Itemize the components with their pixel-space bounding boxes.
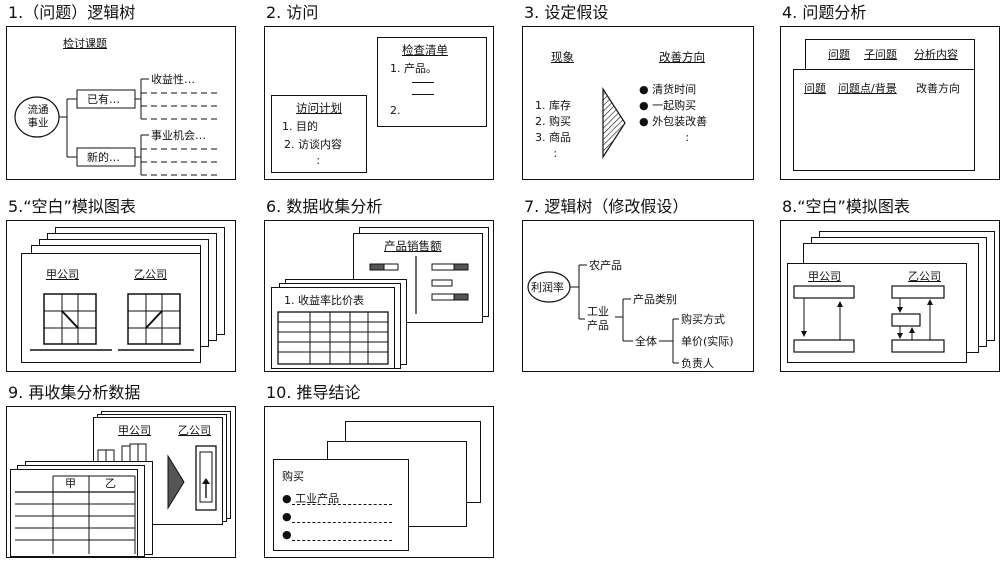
panel-5-title: 5.“空白”模拟图表	[8, 197, 136, 216]
checklist-line-2	[412, 94, 434, 95]
phenomenon-item-2: 2. 购买	[535, 115, 571, 128]
profit-table-grid	[277, 311, 389, 365]
blank-flow-charts	[793, 285, 945, 353]
company-a-label-3: 甲公司	[118, 424, 151, 437]
panel-1-title: 1.（问题）逻辑树	[8, 3, 136, 22]
improvement-item-3: ● 外包装改善	[639, 115, 708, 128]
checklist-box: 检查清单 1. 产品。 2.	[377, 37, 487, 127]
node-product-category: 产品类别	[633, 293, 677, 306]
phenomenon-item-1: 1. 库存	[535, 99, 571, 112]
panel-2-frame: 检查清单 1. 产品。 2. 访问计划 1. 目的 2. 访谈内容 ：	[264, 26, 494, 180]
panel-1-connectors	[14, 78, 217, 176]
profit-table-sheet: 1. 收益率比价表	[271, 287, 395, 369]
conclusion-item-1: ● 工业产品	[282, 492, 340, 505]
panel-8-frame: 甲公司 乙公司	[780, 220, 1000, 372]
node-overall: 全体	[635, 335, 657, 348]
panel-6-title: 6. 数据收集分析	[266, 197, 383, 216]
sales-chart-title: 产品销售额	[384, 239, 442, 253]
phenomenon-heading: 现象	[551, 50, 574, 64]
table-col-b: 乙	[105, 477, 116, 490]
front-col-issue: 问题	[804, 82, 826, 95]
visit-plan-title: 访问计划	[296, 101, 342, 115]
blank-chart-sheet: 甲公司 乙公司	[21, 253, 201, 363]
node-purchase-method: 购买方式	[681, 313, 725, 326]
company-b-label-2: 乙公司	[908, 270, 941, 283]
conclusion-sheet: 购买 ● 工业产品 ● ●	[273, 459, 409, 551]
checklist-item-2: 2.	[390, 104, 401, 117]
panel-10-title: 10. 推导结论	[266, 383, 361, 402]
conclusion-line-3	[292, 540, 392, 541]
blank-grid-charts	[30, 293, 194, 351]
improvement-item-1: ● 清货时间	[639, 83, 697, 96]
phenomenon-item-4: ：	[553, 150, 563, 160]
panel-9-title: 9. 再收集分析数据	[8, 383, 141, 402]
analysis-front-sheet: 问题 问题点/背景 改善方向	[793, 69, 975, 171]
panel-7-title: 7. 逻辑树（修改假设）	[524, 197, 689, 216]
back-col-subissue: 子问题	[864, 48, 897, 61]
panel-10-frame: 购买 ● 工业产品 ● ●	[264, 406, 494, 558]
company-a-label-2: 甲公司	[808, 270, 841, 283]
data-table-grid	[15, 475, 136, 554]
conclusion-item-2: ●	[282, 510, 292, 523]
checklist-line-1	[412, 82, 434, 83]
root-node: 流通 事业	[27, 104, 49, 129]
conclusion-item-3: ●	[282, 528, 292, 541]
root-profit-rate: 利润率	[531, 281, 564, 294]
company-b-label-3: 乙公司	[178, 424, 211, 437]
panel-8-title: 8.“空白”模拟图表	[782, 197, 910, 216]
conclusion-heading: 购买	[282, 470, 304, 483]
table-col-a: 甲	[65, 477, 76, 490]
leaf-business-opportunity: 事业机会…	[151, 129, 206, 142]
panel-5-frame: 甲公司 乙公司	[6, 220, 236, 372]
panel-4-title: 4. 问题分析	[782, 3, 867, 22]
panel-9-frame: 甲公司 乙公司 甲 乙	[6, 406, 236, 558]
visit-plan-item-2: 2. 访谈内容	[284, 138, 342, 151]
phenomenon-item-3: 3. 商品	[535, 131, 571, 144]
node-agricultural: 农产品	[589, 259, 622, 272]
hypothesis-arrow	[602, 86, 626, 160]
back-col-analysis: 分析内容	[914, 48, 958, 61]
panel-4-frame: 问题 子问题 分析内容 问题 问题点/背景 改善方向	[780, 26, 1000, 180]
node-person-in-charge: 负责人	[681, 357, 714, 370]
visit-plan-item-3: ：	[316, 157, 326, 167]
front-col-improvement: 改善方向	[916, 82, 960, 95]
sales-bar-chart	[369, 256, 469, 314]
company-b-label: 乙公司	[134, 268, 167, 281]
panel-2-title: 2. 访问	[266, 3, 319, 22]
improvement-item-4: ：	[685, 134, 695, 144]
branch-existing: 已有…	[87, 93, 120, 106]
conclusion-line-2	[292, 522, 392, 523]
revised-tree-connectors	[527, 264, 679, 364]
profit-table-title: 1. 收益率比价表	[284, 294, 364, 307]
improvement-item-2: ● 一起购买	[639, 99, 697, 112]
front-col-background: 问题点/背景	[838, 82, 897, 95]
panel-7-frame: 利润率 农产品 工业 产品 产品类别 全体 购买方式 单价(实际) 负责人	[522, 220, 754, 372]
node-unit-price: 单价(实际)	[681, 335, 734, 348]
panel-1-frame: 检讨课题 流通 事业 已有… 收益性… 新的… 事业机会…	[6, 26, 236, 180]
panel-3-frame: 现象 1. 库存 2. 购买 3. 商品 ： 改善方向 ● 清货时间 ● 一起购…	[522, 26, 754, 180]
node-industrial: 工业 产品	[587, 305, 609, 332]
panel-6-frame: 产品销售额 1. 收益率比价表	[264, 220, 494, 372]
data-table-sheet: 甲 乙	[10, 469, 138, 557]
leaf-profitability: 收益性…	[151, 73, 195, 86]
branch-new: 新的…	[87, 151, 120, 164]
checklist-title: 检查清单	[402, 43, 448, 57]
visit-plan-box: 访问计划 1. 目的 2. 访谈内容 ：	[271, 95, 367, 173]
improvement-heading: 改善方向	[659, 50, 705, 64]
company-a-label: 甲公司	[46, 268, 79, 281]
comparison-graphics	[97, 443, 217, 511]
issue-heading: 检讨课题	[63, 37, 107, 50]
checklist-item-1: 1. 产品。	[390, 62, 437, 75]
back-col-issue: 问题	[828, 48, 850, 61]
visit-plan-item-1: 1. 目的	[282, 120, 318, 133]
blank-chart-sheet-2: 甲公司 乙公司	[787, 263, 967, 363]
panel-3-title: 3. 设定假设	[524, 3, 609, 22]
conclusion-line-1	[292, 504, 392, 505]
